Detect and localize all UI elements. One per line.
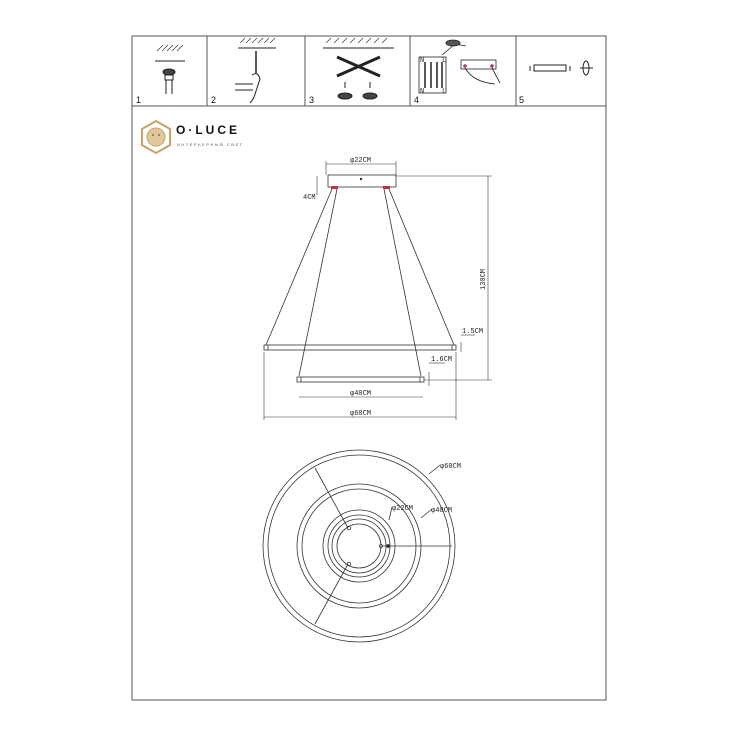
- outer-diameter-label: φ60CM: [440, 463, 461, 471]
- step-number-2: 2: [211, 95, 216, 105]
- wiring-l-bottom-label: L: [442, 88, 446, 96]
- sheet-frame: [131, 35, 607, 701]
- upper-ring-thickness-label: 1.5CM: [462, 328, 483, 336]
- top-canopy-diameter-label: φ22CM: [392, 505, 413, 513]
- side-view-drawing: [263, 161, 492, 420]
- hammer-anchor-icon: [235, 37, 276, 104]
- lower-ring-diameter-label: φ40CM: [350, 390, 371, 398]
- ceiling-mount-screw-icon: [155, 44, 185, 94]
- wiring-n-bottom-label: N: [420, 88, 424, 96]
- wiring-terminal-icon: [418, 39, 501, 94]
- total-height-label: 130CM: [480, 269, 488, 290]
- brand-name: O·LUCE: [176, 123, 240, 137]
- top-view-drawing: [262, 449, 456, 643]
- canopy-diameter-label: φ22CM: [350, 157, 371, 165]
- cross-bracket-icon: [323, 37, 394, 100]
- wiring-n-top-label: N: [420, 57, 424, 65]
- lower-ring-thickness-label: 1.6CM: [431, 356, 452, 364]
- step-number-1: 1: [136, 95, 141, 105]
- canopy-height-label: 4CM: [303, 194, 316, 202]
- step-number-3: 3: [309, 95, 314, 105]
- step-number-4: 4: [414, 95, 419, 105]
- step-number-5: 5: [519, 95, 524, 105]
- wiring-l-top-label: L: [442, 57, 446, 65]
- upper-ring-diameter-label: φ60CM: [350, 410, 371, 418]
- inner-diameter-label: φ40CM: [431, 507, 452, 515]
- brand-tagline: ИНТЕРЬЕРНЫЙ СВЕТ: [177, 142, 244, 147]
- brand-logo: [141, 119, 171, 155]
- canopy-fixing-icon: [529, 60, 593, 76]
